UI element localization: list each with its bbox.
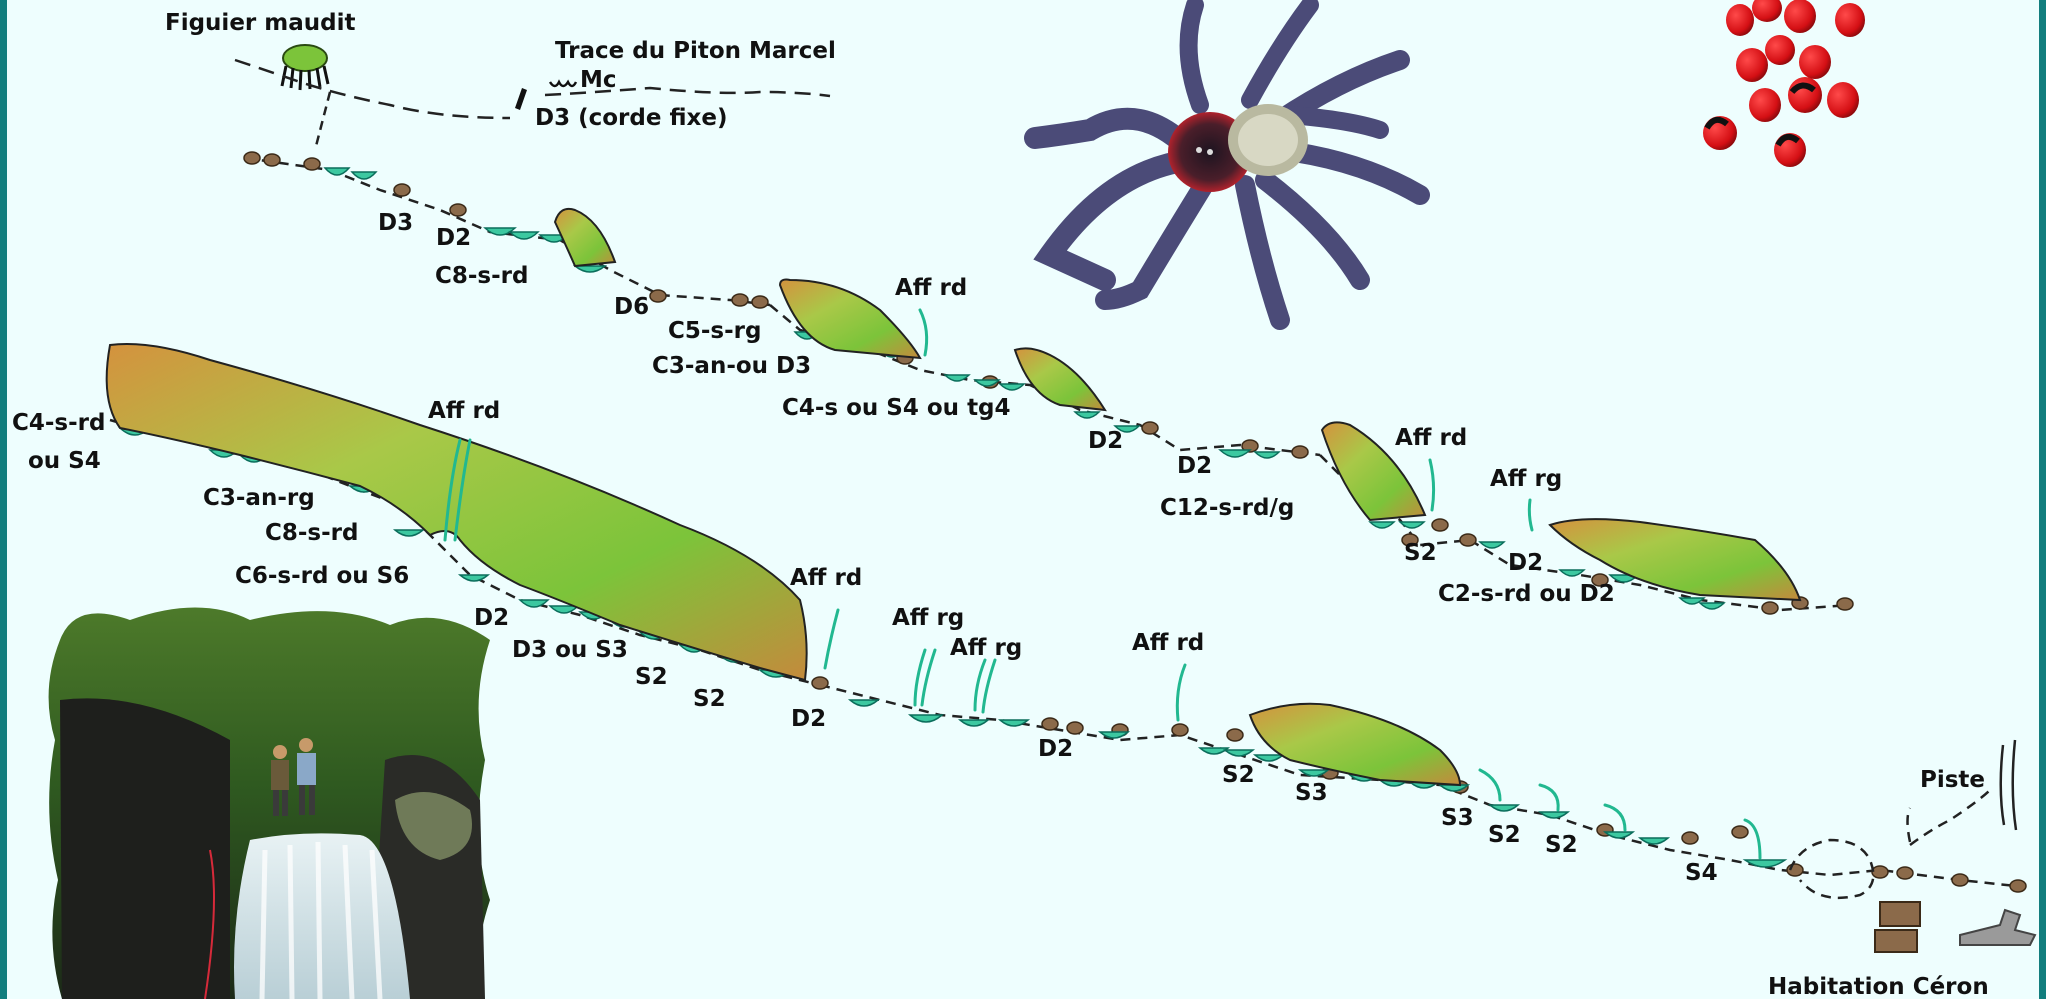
fig-tree-access-path bbox=[315, 92, 330, 150]
obstacle-label: D2 bbox=[1038, 736, 1073, 762]
obstacle-label: D2 bbox=[1508, 550, 1543, 576]
obstacle-label: Aff rd bbox=[895, 275, 967, 301]
obstacle-label: C12-s-rd/g bbox=[1160, 495, 1294, 521]
trail-label: Trace du Piton Marcel bbox=[555, 38, 836, 64]
cliff-c8 bbox=[555, 209, 615, 266]
obstacle-label: S2 bbox=[1404, 540, 1437, 566]
obstacle-label: C6-s-rd ou S6 bbox=[235, 563, 409, 589]
obstacle-label: D3 bbox=[378, 210, 413, 236]
fixed-rope-marker bbox=[515, 88, 527, 110]
obstacle-label: C3-an-ou D3 bbox=[652, 353, 811, 379]
obstacle-label: D2 bbox=[791, 706, 826, 732]
waterfall-photo bbox=[49, 608, 490, 999]
obstacle-label: S4 bbox=[1685, 860, 1718, 886]
obstacle-label: S3 bbox=[1295, 780, 1328, 806]
obstacle-label: Aff rg bbox=[950, 635, 1022, 661]
fixed-rope-label: D3 (corde fixe) bbox=[535, 105, 727, 131]
fig-tree-label: Figuier maudit bbox=[165, 10, 355, 36]
obstacle-label: C8-s-rd bbox=[265, 520, 358, 546]
right-frame-border bbox=[2039, 0, 2046, 999]
obstacle-label: D2 bbox=[1177, 453, 1212, 479]
obstacle-label: Aff rd bbox=[428, 398, 500, 424]
cliff-s3 bbox=[1250, 704, 1460, 785]
obstacle-label: Aff rg bbox=[892, 605, 964, 631]
red-seeds-illustration bbox=[1703, 0, 1865, 167]
obstacle-label: S2 bbox=[1488, 822, 1521, 848]
road-edge bbox=[2001, 740, 2016, 830]
obstacle-label: S2 bbox=[1545, 832, 1578, 858]
fig-tree-icon bbox=[282, 45, 328, 90]
cliff-c4 bbox=[1015, 348, 1105, 410]
obstacle-label: C5-s-rg bbox=[668, 318, 761, 344]
obstacle-label: Aff rd bbox=[1395, 425, 1467, 451]
left-frame-border bbox=[0, 0, 7, 999]
obstacle-label: D6 bbox=[614, 294, 649, 320]
tarantula-body bbox=[1168, 104, 1308, 192]
obstacle-label: Aff rd bbox=[1132, 630, 1204, 656]
obstacle-label: C4-s ou S4 ou tg4 bbox=[782, 395, 1011, 421]
destination-label: Habitation Céron bbox=[1768, 974, 1989, 999]
mc-marker-icon bbox=[550, 82, 576, 86]
obstacle-label: C2-s-rd ou D2 bbox=[1438, 581, 1615, 607]
obstacle-label: D3 ou S3 bbox=[512, 637, 628, 663]
obstacle-label: D2 bbox=[1088, 428, 1123, 454]
obstacle-label: Aff rg bbox=[1490, 466, 1562, 492]
obstacle-label: C4-s-rd bbox=[12, 410, 105, 436]
obstacle-label: S2 bbox=[693, 686, 726, 712]
obstacle-label: D2 bbox=[474, 605, 509, 631]
obstacle-label: S3 bbox=[1441, 805, 1474, 831]
obstacle-label: C3-an-rg bbox=[203, 485, 315, 511]
obstacle-label: ou S4 bbox=[28, 448, 101, 474]
obstacle-label: C8-s-rd bbox=[435, 263, 528, 289]
obstacle-label: S2 bbox=[1222, 762, 1255, 788]
obstacle-label: S2 bbox=[635, 664, 668, 690]
obstacle-label: D2 bbox=[436, 225, 471, 251]
obstacle-label: Aff rd bbox=[790, 565, 862, 591]
track-label: Piste bbox=[1920, 767, 1985, 793]
ruins-icon bbox=[1875, 902, 1920, 952]
car-park-icon bbox=[1960, 910, 2035, 945]
mc-label: Mc bbox=[580, 67, 617, 93]
